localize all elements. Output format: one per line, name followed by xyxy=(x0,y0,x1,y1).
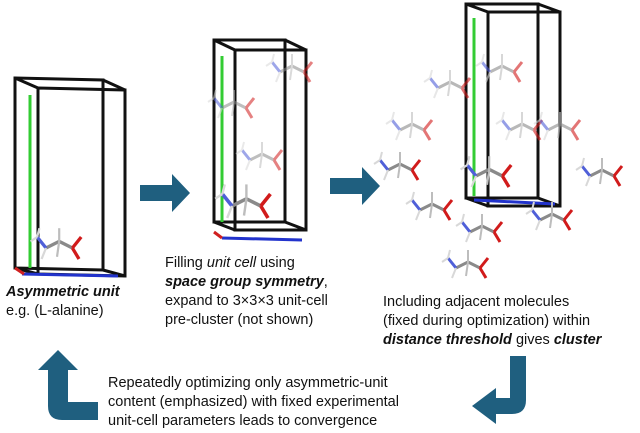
axis-a-line xyxy=(21,272,119,278)
arrow-step-1 xyxy=(140,174,190,212)
cell-back-face xyxy=(36,86,127,278)
caption-asymmetric-unit: Asymmetric unit e.g. (L-alanine) xyxy=(6,283,120,321)
arrow-down-left xyxy=(472,356,526,424)
caption-step3-line1: Including adjacent molecules xyxy=(383,294,570,310)
caption-step2-line1: Filling unit cell using xyxy=(165,255,295,271)
caption-step1-line1: Asymmetric unit xyxy=(6,284,120,300)
unit-cell-filled xyxy=(206,38,314,242)
cluster-view xyxy=(372,2,624,280)
unit-cell-asymmetric xyxy=(13,76,127,278)
caption-cluster: Including adjacent molecules (fixed duri… xyxy=(383,293,601,350)
caption-loop-line3: unit-cell parameters leads to convergenc… xyxy=(108,413,378,429)
caption-step2-line3: expand to 3×3×3 unit-cell xyxy=(165,293,328,309)
caption-step1-line2: e.g. (L-alanine) xyxy=(6,303,104,319)
caption-loop-line1: Repeatedly optimizing only asymmetric-un… xyxy=(108,375,388,391)
axis-c-line xyxy=(14,266,25,276)
caption-step2-line4: pre-cluster (not shown) xyxy=(165,312,314,328)
caption-step2-line2: space group symmetry, xyxy=(165,274,328,290)
caption-step3-line2: (fixed during optimization) within xyxy=(383,313,591,329)
caption-step3-line3: distance threshold gives cluster xyxy=(383,332,602,348)
caption-unit-cell: Filling unit cell using space group symm… xyxy=(165,254,328,330)
arrow-up-loop xyxy=(38,350,98,420)
arrow-step-2 xyxy=(330,167,380,205)
caption-loop-line2: content (emphasized) with fixed experime… xyxy=(108,394,399,410)
caption-loop: Repeatedly optimizing only asymmetric-un… xyxy=(108,374,399,431)
